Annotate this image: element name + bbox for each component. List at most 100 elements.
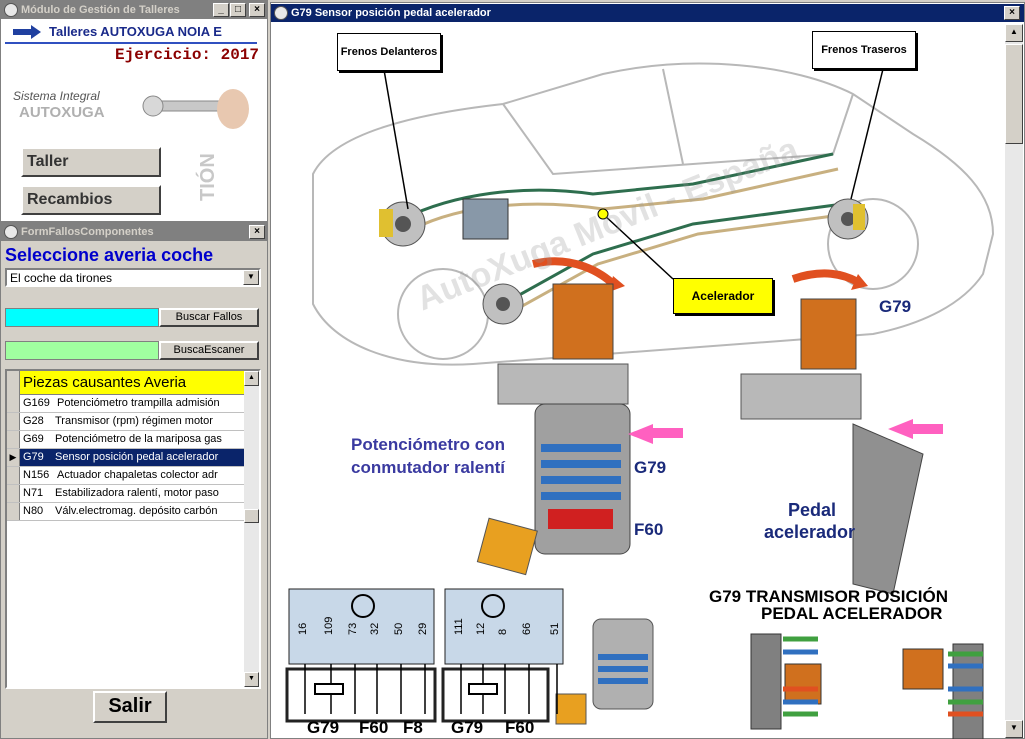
- front-brake-disc-2: [482, 283, 524, 325]
- label-potenciometro-2: conmutador ralentí: [351, 458, 505, 477]
- legend-b-g79: G79: [451, 718, 484, 737]
- pin-label: 8: [497, 628, 509, 635]
- company-underline: [5, 42, 257, 44]
- image-window: G79 Sensor posición pedal acelerador × ▲…: [270, 2, 1025, 739]
- company-bar: Talleres AUTOXUGA NOIA E: [11, 22, 261, 42]
- form-icon: [4, 225, 18, 239]
- pin-label: 109: [323, 616, 335, 635]
- row-pointer-icon: ▶: [7, 449, 20, 466]
- accelerator-pointer-dot: [597, 208, 609, 220]
- label-pedal-1: Pedal: [788, 500, 837, 520]
- chevron-down-icon[interactable]: ▼: [243, 270, 259, 285]
- row-code: G28: [23, 415, 44, 427]
- scroll-thumb[interactable]: [244, 509, 259, 523]
- grid-scrollbar[interactable]: ▲ ▼: [244, 371, 259, 687]
- vertical-side-text: TIÓN: [197, 153, 219, 201]
- row-description: Sensor posición pedal acelerador: [55, 451, 219, 463]
- table-row[interactable]: G28 Transmisor (rpm) régimen motor: [7, 413, 244, 431]
- label-acelerador-text: Acelerador: [691, 289, 755, 303]
- buscar-fallos-label: Buscar Fallos: [175, 311, 243, 323]
- buscar-fallos-bar: [5, 308, 159, 327]
- minimize-button[interactable]: _: [213, 3, 229, 17]
- pin-label: 51: [549, 622, 561, 635]
- table-row[interactable]: G69 Potenciómetro de la mariposa gas: [7, 431, 244, 449]
- year-label: Ejercicio: 2017: [115, 46, 260, 64]
- scroll-down-icon[interactable]: ▼: [244, 672, 259, 687]
- label-frenos-traseros-text: Frenos Traseros: [821, 44, 907, 56]
- row-description: Válv.electromag. depósito carbón: [55, 505, 218, 517]
- salir-button[interactable]: Salir: [93, 691, 167, 723]
- row-code: G69: [23, 433, 44, 445]
- legend-b-f60: F60: [505, 718, 535, 737]
- row-description: Estabilizadora ralentí, motor paso: [55, 487, 219, 499]
- image-scrollbar[interactable]: ▲ ▼: [1005, 24, 1023, 738]
- main-window-title: Módulo de Gestión de Talleres: [21, 4, 180, 16]
- legend-a-f60: F60: [359, 718, 389, 737]
- app-icon: [4, 3, 18, 17]
- pin-label: 16: [297, 622, 309, 635]
- fault-select-value: El coche da tirones: [10, 271, 113, 285]
- car-brake-diagram: [285, 62, 995, 739]
- main-window-titlebar[interactable]: Módulo de Gestión de Talleres _ □ ×: [1, 1, 267, 19]
- pin-label: 29: [417, 622, 429, 635]
- wrench-hand-image: [142, 89, 249, 129]
- busca-escaner-label: BuscaEscaner: [173, 344, 245, 356]
- doc-icon: [274, 6, 288, 20]
- abs-unit: [462, 198, 509, 240]
- label-frenos-traseros: Frenos Traseros: [812, 31, 916, 69]
- fallos-window-title: FormFallosComponentes: [21, 226, 154, 238]
- busca-escaner-bar: [5, 341, 159, 360]
- company-name: Talleres AUTOXUGA NOIA E: [49, 24, 222, 39]
- row-description: Transmisor (rpm) régimen motor: [55, 415, 213, 427]
- row-description: Potenciómetro trampilla admisión: [57, 397, 220, 409]
- pin-label: 50: [393, 622, 405, 635]
- image-window-titlebar[interactable]: G79 Sensor posición pedal acelerador ×: [271, 4, 1024, 22]
- fallos-window: FormFallosComponentes × Seleccione averi…: [0, 222, 268, 739]
- nav-recambios-button[interactable]: Recambios: [21, 185, 161, 215]
- table-row[interactable]: G169 Potenciómetro trampilla admisión: [7, 395, 244, 413]
- image-scroll-thumb[interactable]: [1005, 44, 1023, 144]
- pin-label: 111: [453, 618, 465, 635]
- row-description: Potenciómetro de la mariposa gas: [55, 433, 222, 445]
- maximize-button[interactable]: □: [230, 3, 246, 17]
- scroll-up-icon[interactable]: ▲: [244, 371, 259, 386]
- arrow-right-icon: [13, 25, 41, 39]
- fallos-window-titlebar[interactable]: FormFallosComponentes ×: [1, 223, 267, 241]
- nav-taller-label: Taller: [27, 153, 69, 170]
- pin-label: 66: [521, 622, 533, 635]
- row-code: N156: [23, 469, 50, 481]
- buscar-fallos-button[interactable]: Buscar Fallos: [159, 308, 259, 327]
- connector-diagram: [750, 633, 984, 739]
- small-sensor-image: [555, 618, 654, 725]
- heading-transmisor-2: PEDAL ACELERADOR: [761, 604, 943, 623]
- image-window-title: G79 Sensor posición pedal acelerador: [291, 7, 491, 19]
- table-row[interactable]: N71 Estabilizadora ralentí, motor paso: [7, 485, 244, 503]
- fault-select[interactable]: El coche da tirones ▼: [5, 268, 261, 287]
- salir-label: Salir: [108, 695, 152, 717]
- nav-recambios-label: Recambios: [27, 191, 113, 208]
- image-scroll-down-icon[interactable]: ▼: [1005, 720, 1023, 738]
- label-frenos-delanteros: Frenos Delanteros: [337, 33, 441, 71]
- image-close-button[interactable]: ×: [1004, 6, 1020, 20]
- brand-line1: Sistema Integral: [13, 89, 100, 103]
- fallos-close-button[interactable]: ×: [249, 225, 265, 239]
- brand-line2: AUTOXUGA: [19, 104, 105, 121]
- grid-header: Piezas causantes Averia: [20, 371, 244, 395]
- row-indicator: [7, 431, 20, 448]
- row-indicator: [7, 413, 20, 430]
- front-brake-disc: [379, 201, 426, 247]
- pin-label: 12: [475, 622, 487, 635]
- image-scroll-up-icon[interactable]: ▲: [1005, 24, 1023, 42]
- row-code: N71: [23, 487, 44, 499]
- label-f60-mid: F60: [634, 520, 664, 539]
- nav-taller-button[interactable]: Taller: [21, 147, 161, 177]
- close-button[interactable]: ×: [249, 3, 265, 17]
- busca-escaner-button[interactable]: BuscaEscaner: [159, 341, 259, 360]
- pedal-assembly: [740, 269, 943, 595]
- label-potenciometro-1: Potenciómetro con: [351, 435, 505, 454]
- row-code: G169: [23, 397, 50, 409]
